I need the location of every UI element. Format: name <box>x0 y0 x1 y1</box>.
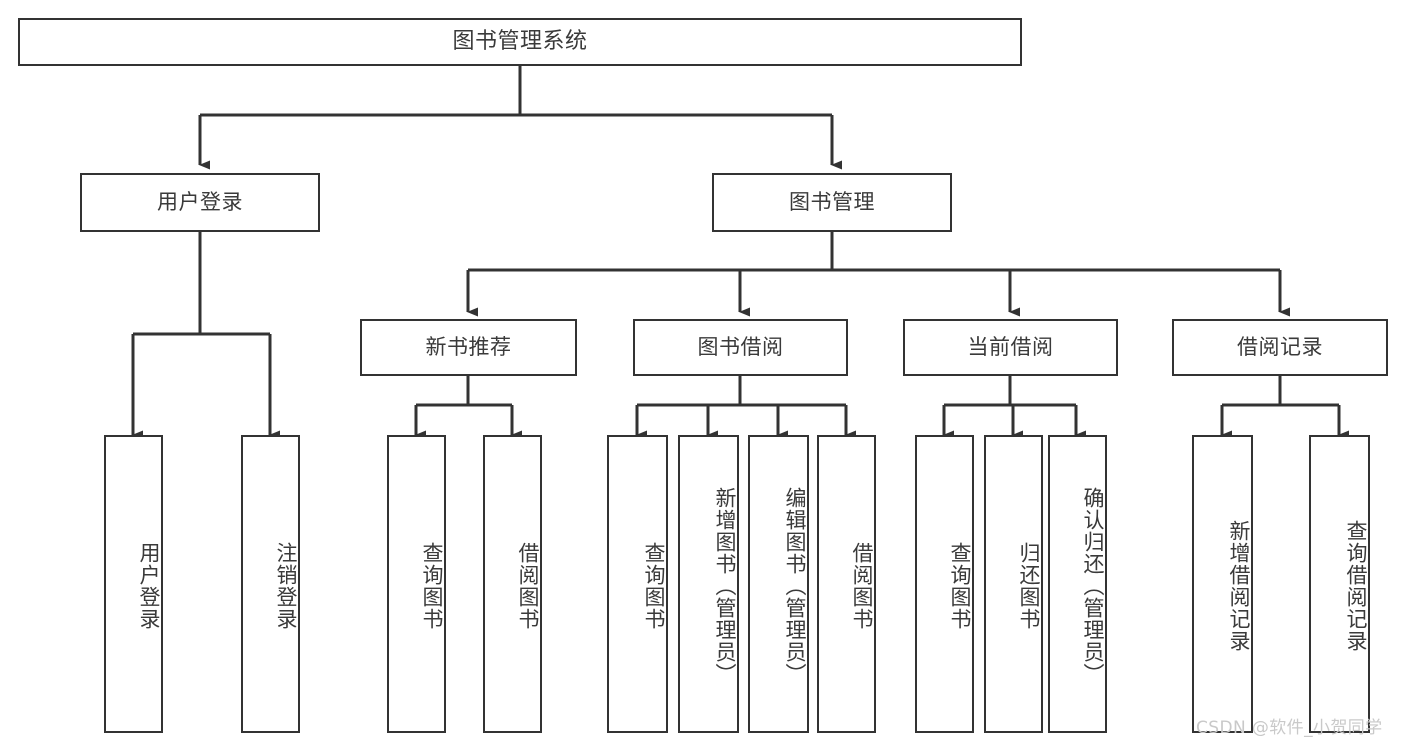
node-label: 图书管理 <box>789 190 875 215</box>
node-book-management[interactable]: 图书管理 <box>712 173 952 232</box>
node-current-borrowing[interactable]: 当前借阅 <box>903 319 1118 376</box>
node-label: 查询图书 <box>420 542 444 630</box>
leaf-query-book-current[interactable]: 查询图书 <box>915 435 974 733</box>
node-root-book-management-system[interactable]: 图书管理系统 <box>18 18 1022 66</box>
node-label: 借阅图书 <box>850 542 874 630</box>
leaf-logout[interactable]: 注销登录 <box>241 435 300 733</box>
node-label: 图书管理系统 <box>452 29 588 55</box>
node-label: 新书推荐 <box>425 335 512 360</box>
csdn-watermark: CSDN @软件_小贺同学 <box>1196 718 1383 738</box>
leaf-borrow-book-recommend[interactable]: 借阅图书 <box>483 435 542 733</box>
leaf-query-book-recommend[interactable]: 查询图书 <box>387 435 446 733</box>
leaf-add-book-admin[interactable]: 新增图书（管理员） <box>678 435 739 733</box>
node-borrowing-record[interactable]: 借阅记录 <box>1172 319 1388 376</box>
node-label: 查询图书 <box>642 542 666 630</box>
node-label: 归还图书 <box>1017 542 1041 630</box>
leaf-confirm-return-admin[interactable]: 确认归还（管理员） <box>1048 435 1107 733</box>
leaf-return-book[interactable]: 归还图书 <box>984 435 1043 733</box>
node-label: 新增图书（管理员） <box>713 487 737 685</box>
node-label: 查询图书 <box>948 542 972 630</box>
leaf-query-borrow-record[interactable]: 查询借阅记录 <box>1309 435 1370 733</box>
node-new-book-recommendation[interactable]: 新书推荐 <box>360 319 577 376</box>
node-user-login[interactable]: 用户登录 <box>80 173 320 232</box>
node-label: 借阅记录 <box>1237 335 1323 360</box>
node-label: 用户登录 <box>137 542 161 630</box>
node-label: 用户登录 <box>157 190 243 215</box>
node-label: 确认归还（管理员） <box>1081 487 1105 685</box>
node-book-borrowing[interactable]: 图书借阅 <box>633 319 848 376</box>
leaf-query-book-borrow[interactable]: 查询图书 <box>607 435 668 733</box>
node-label: 当前借阅 <box>967 335 1054 360</box>
node-label: 借阅图书 <box>516 542 540 630</box>
leaf-borrow-book[interactable]: 借阅图书 <box>817 435 876 733</box>
node-label: 图书借阅 <box>697 335 784 360</box>
node-label: 注销登录 <box>274 542 298 630</box>
node-label: 编辑图书（管理员） <box>783 487 807 685</box>
node-label: 查询借阅记录 <box>1344 520 1368 652</box>
leaf-add-borrow-record[interactable]: 新增借阅记录 <box>1192 435 1253 733</box>
leaf-edit-book-admin[interactable]: 编辑图书（管理员） <box>748 435 809 733</box>
node-label: 新增借阅记录 <box>1227 520 1251 652</box>
leaf-user-login[interactable]: 用户登录 <box>104 435 163 733</box>
